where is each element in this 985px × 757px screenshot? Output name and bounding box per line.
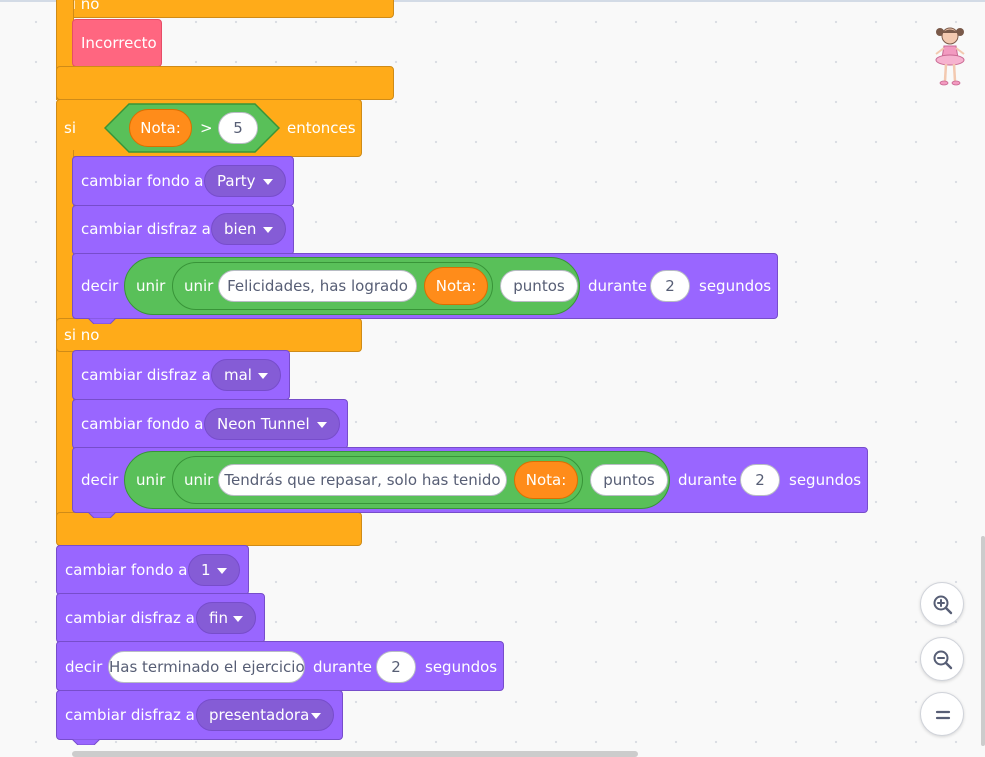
chevron-down-icon — [258, 373, 268, 379]
seconds-label: segundos — [789, 471, 862, 489]
backdrop-dropdown-neon[interactable]: Neon Tunnel — [204, 408, 340, 440]
number-input-seconds[interactable]: 2 — [376, 651, 416, 683]
vertical-scrollbar[interactable] — [981, 536, 985, 746]
switch-backdrop-label: cambiar fondo a — [81, 415, 204, 433]
join-label-inner: unir — [184, 471, 214, 489]
incorrect-text: Incorrecto — [81, 34, 157, 52]
chevron-down-icon — [217, 568, 227, 574]
dropdown-value: fin — [209, 609, 228, 627]
for-label: durante — [588, 277, 648, 295]
switch-costume-label: cambiar disfraz a — [81, 220, 211, 238]
seconds-label: segundos — [699, 277, 772, 295]
zoom-reset-icon — [935, 710, 951, 720]
block-notch — [88, 512, 116, 518]
workspace-top-border — [0, 0, 985, 2]
number-input-seconds[interactable]: 2 — [650, 270, 690, 302]
if-else-outer-bottom — [56, 66, 394, 100]
number-input-seconds[interactable]: 2 — [740, 464, 780, 496]
block-notch — [72, 739, 100, 745]
horizontal-scrollbar[interactable] — [72, 751, 638, 757]
seconds-label: segundos — [425, 658, 498, 676]
chevron-down-icon — [233, 616, 243, 622]
text-input-points[interactable]: puntos — [590, 464, 668, 496]
if-label: si — [64, 119, 76, 137]
dropdown-value: Party — [217, 172, 256, 190]
block-notch — [88, 318, 116, 324]
dropdown-value: Neon Tunnel — [217, 415, 310, 433]
chevron-down-icon — [317, 422, 327, 428]
chevron-down-icon — [263, 179, 273, 185]
dropdown-value: mal — [224, 366, 252, 384]
variable-nota-reporter[interactable]: Nota: — [424, 267, 488, 305]
say-label: decir — [81, 277, 119, 295]
text-input-congrats[interactable]: Felicidades, has logrado — [218, 270, 417, 302]
zoom-out-icon — [933, 650, 953, 670]
switch-costume-label: cambiar disfraz a — [65, 706, 195, 724]
backdrop-dropdown-1[interactable]: 1 — [188, 554, 240, 586]
dropdown-value: 1 — [201, 561, 211, 579]
text-input-review[interactable]: Tendrás que repasar, solo has tenido — [218, 464, 507, 496]
text-input-finished[interactable]: Has terminado el ejercicio — [108, 651, 305, 683]
dropdown-value: bien — [224, 220, 257, 238]
variable-nota-reporter[interactable]: Nota: — [129, 109, 192, 147]
join-label-inner: unir — [184, 277, 214, 295]
zoom-reset-button[interactable] — [920, 692, 964, 736]
number-input-5[interactable]: 5 — [218, 112, 258, 144]
variable-nota-reporter[interactable]: Nota: — [514, 461, 578, 499]
zoom-in-button[interactable] — [920, 582, 964, 626]
switch-backdrop-label: cambiar fondo a — [81, 172, 204, 190]
chevron-down-icon — [263, 227, 273, 233]
switch-costume-label: cambiar disfraz a — [81, 366, 211, 384]
else-label: si no — [64, 326, 100, 344]
zoom-out-button[interactable] — [920, 637, 964, 681]
if-else-block-outer-top[interactable] — [56, 0, 394, 18]
costume-dropdown-mal[interactable]: mal — [211, 359, 281, 391]
for-label: durante — [678, 471, 738, 489]
say-label: decir — [81, 471, 119, 489]
greater-than-symbol: > — [200, 119, 213, 137]
then-label: entonces — [287, 119, 356, 137]
text-input-points[interactable]: puntos — [500, 270, 578, 302]
switch-backdrop-label: cambiar fondo a — [65, 561, 188, 579]
for-label: durante — [313, 658, 373, 676]
costume-dropdown-fin[interactable]: fin — [196, 602, 256, 634]
join-label-outer: unir — [136, 277, 166, 295]
chevron-down-icon — [311, 713, 321, 719]
join-label-outer: unir — [136, 471, 166, 489]
dropdown-value: presentadora — [209, 706, 310, 724]
zoom-in-icon — [933, 595, 953, 615]
say-label: decir — [65, 658, 103, 676]
backdrop-dropdown-party[interactable]: Party — [204, 165, 286, 197]
switch-costume-label: cambiar disfraz a — [65, 609, 195, 627]
ballerina-sprite-icon — [935, 27, 965, 86]
say-incorrect-block[interactable] — [72, 19, 162, 67]
costume-dropdown-bien[interactable]: bien — [211, 213, 286, 245]
costume-dropdown-presenter[interactable]: presentadora — [196, 699, 334, 731]
